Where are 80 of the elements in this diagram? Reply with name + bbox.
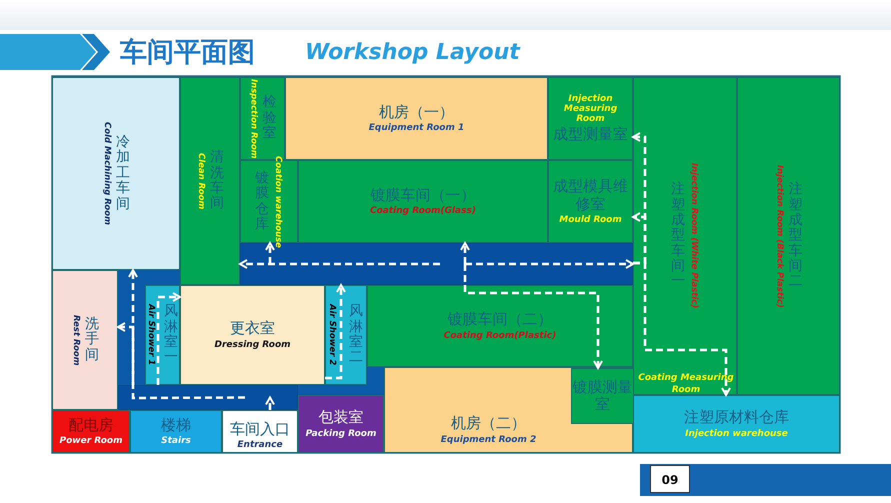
room [633,395,840,453]
room-name-english: Coating Room(Plastic) [444,330,556,341]
room-name-english: Entrance [237,440,283,450]
room-name: 机房（二） [451,415,526,433]
room [130,410,222,453]
room-name-english: Equipment Room 2 [440,434,536,445]
room-name-english: Stairs [161,436,191,446]
room-name-english: Clean Room [196,152,206,210]
room-name-english: Injection Room (White Plastic) [689,163,699,309]
flow-arrow [239,259,440,269]
room-name: 更衣室 [230,320,275,338]
flow-arrow [265,396,275,410]
room-name-english: Mould Room [559,214,622,225]
room [548,160,633,243]
room-name-english: Injection warehouse [685,428,788,439]
room-name: 检验室 [262,95,276,142]
room [325,285,367,385]
room-name: 注塑成型车间一 [671,182,685,290]
room-name: 注塑成型车间二 [788,182,802,290]
room-name: 包装室 [318,409,364,427]
flow-arrow [464,285,603,369]
room [52,270,118,410]
flow-arrow [156,292,181,385]
room-name: 风淋室一 [164,304,178,366]
room [367,285,633,367]
room-name-english: Coating Room(Glass) [370,206,476,216]
room-name: 镀膜仓库 [255,170,269,232]
room-name: 成型测量室 [553,126,628,144]
room-name: 镀膜车间（二） [448,311,552,329]
room [737,77,840,395]
room-name-english: Dressing Room [214,340,291,350]
room-name: 洗手间 [85,316,99,364]
room [180,77,240,285]
room-name-english: Inspection Room [248,78,258,158]
flow-arrow [265,242,275,264]
room [633,77,737,395]
room [180,285,325,385]
room [145,285,180,385]
room [298,395,384,453]
room-name: 配电房 [68,416,114,434]
room [52,410,130,453]
room [222,410,298,453]
flow-arrow [633,262,731,396]
title: 车间平面图 [120,36,255,70]
room-name: 风淋室二 [349,304,363,366]
flow-arrow [325,284,346,380]
room [571,368,634,424]
room-name-english: Injection Measuring Room [562,94,618,124]
room-name: 注塑原材料仓库 [684,409,789,427]
flow-arrow [128,269,245,400]
room-name-english: Packing Room [306,428,376,439]
room [298,160,548,243]
room-name: 车间入口 [230,420,290,438]
corridor [118,385,298,410]
room-name: 镀膜车间（一） [370,186,476,204]
room-name: 冷加工车间 [116,135,130,212]
room [52,77,180,270]
page-number: 09 [650,465,690,493]
room-name-english: Equipment Room 1 [368,123,464,134]
room-name-english: Air Shower 1 [146,304,156,366]
flow-arrow [460,242,470,264]
room-name: 机房（一） [379,104,454,122]
flow-arrow [465,259,634,269]
room-label: Coating Measuring Room [637,373,735,396]
room [285,77,548,160]
room-name-english: Injection Room (Black Plastic) [774,164,784,308]
room [548,77,633,160]
room-name-english: Air Shower 2 [327,304,337,366]
flow-arrow [117,322,134,385]
subtitle: Workshop Layout [305,40,520,65]
room [384,367,633,453]
room-name-english: Rest Room [71,314,81,366]
room-name: 楼梯 [161,416,191,434]
room-name-english: Cold Machining Room [102,122,112,225]
flow-arrow [632,212,646,264]
room-name: 成型模具维修室 [552,178,629,213]
room-name: 镀膜测量室 [572,378,633,414]
room-name-english: Coation warehouse [273,156,283,248]
room-name-english: Power Room [60,436,122,446]
room-name: 清洗车间 [210,150,224,212]
